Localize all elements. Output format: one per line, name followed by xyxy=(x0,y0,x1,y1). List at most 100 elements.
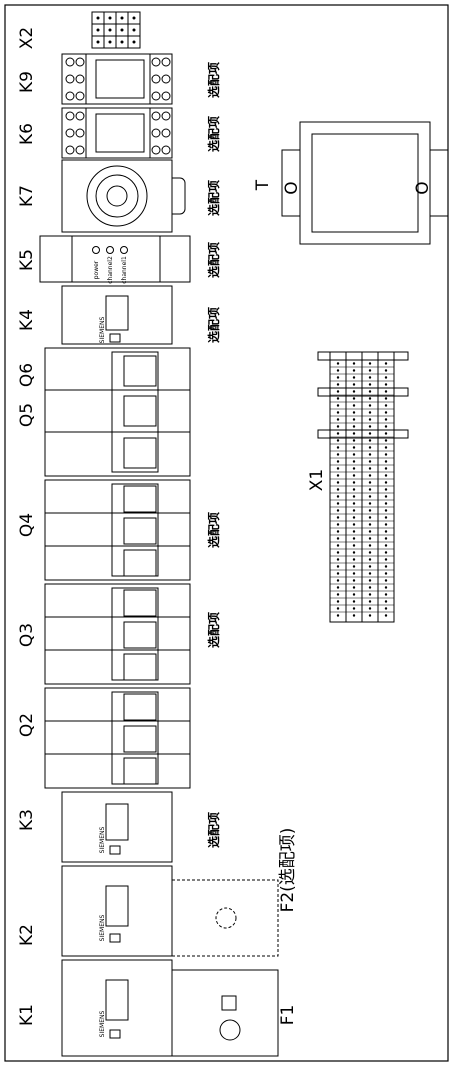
x1-dot xyxy=(336,607,340,610)
k5-module xyxy=(39,235,191,283)
x1-dot xyxy=(336,530,340,533)
label-k6: K6 xyxy=(17,123,37,145)
k1-contactor xyxy=(61,959,173,1057)
x1-dot xyxy=(336,537,340,540)
x1-dot xyxy=(352,453,356,456)
x1-dot xyxy=(368,390,372,393)
x1-dot xyxy=(368,523,372,526)
x1-dot xyxy=(336,509,340,512)
t-transformer xyxy=(281,121,449,245)
label-f1: F1 xyxy=(278,1005,298,1026)
x1-dot xyxy=(368,495,372,498)
x1-dot xyxy=(336,404,340,407)
optional-labels: 选配项 选配项 选配项 选配项 选配项 选配项 选配项 选配项 xyxy=(206,62,221,848)
x1-dot xyxy=(336,579,340,582)
x1-dot xyxy=(368,425,372,428)
x1-dot xyxy=(352,376,356,379)
x1-dot xyxy=(368,376,372,379)
x1-dot xyxy=(336,572,340,575)
x1-dot xyxy=(352,614,356,617)
x1-dot xyxy=(336,418,340,421)
x1-dot xyxy=(384,425,388,428)
x1-dot xyxy=(384,586,388,589)
x1-dot xyxy=(352,460,356,463)
label-k4: K4 xyxy=(17,309,37,331)
x1-dot xyxy=(384,593,388,596)
x1-dot xyxy=(336,460,340,463)
x1-dot xyxy=(352,418,356,421)
x1-dot xyxy=(336,544,340,547)
x1-dot xyxy=(336,488,340,491)
x1-dot xyxy=(368,544,372,547)
x1-dot xyxy=(336,516,340,519)
x1-dot xyxy=(384,509,388,512)
x1-dot xyxy=(352,481,356,484)
x1-dot xyxy=(384,369,388,372)
optional-k5: 选配项 xyxy=(206,242,221,278)
x1-dot xyxy=(368,411,372,414)
x1-dot xyxy=(384,544,388,547)
x1-dot xyxy=(352,537,356,540)
x1-dot xyxy=(384,467,388,470)
x1-dot xyxy=(384,446,388,449)
x1-dot xyxy=(368,453,372,456)
k2-brand: SIEMENS xyxy=(99,914,106,941)
x1-dot xyxy=(352,369,356,372)
label-q3: Q3 xyxy=(17,623,37,647)
x1-dot xyxy=(384,572,388,575)
x1-dot xyxy=(368,383,372,386)
x1-dot xyxy=(352,607,356,610)
optional-q4: 选配项 xyxy=(206,512,221,548)
k5-channel2-text: channel2 xyxy=(107,256,114,284)
x1-dot xyxy=(336,481,340,484)
x1-dot xyxy=(352,586,356,589)
label-k7: K7 xyxy=(17,185,37,207)
x1-dot xyxy=(352,411,356,414)
x1-dot xyxy=(352,530,356,533)
x1-dot xyxy=(336,446,340,449)
x2-dots xyxy=(96,16,136,44)
x1-dot xyxy=(336,397,340,400)
x1-dot xyxy=(352,523,356,526)
x1-dot xyxy=(352,572,356,575)
x1-dot xyxy=(336,376,340,379)
x1-dot xyxy=(384,432,388,435)
x1-dot xyxy=(336,558,340,561)
x1-dot xyxy=(336,467,340,470)
t-right-o: O xyxy=(413,181,433,194)
x1-dot xyxy=(336,551,340,554)
x1-dot xyxy=(368,418,372,421)
label-k1: K1 xyxy=(17,1004,37,1026)
x1-dot xyxy=(368,558,372,561)
k4-contactor xyxy=(61,285,173,345)
x1-dot xyxy=(384,474,388,477)
x1-dot xyxy=(368,397,372,400)
f2-overload-relay xyxy=(171,879,279,957)
label-k9: K9 xyxy=(17,71,37,93)
x1-dot xyxy=(368,404,372,407)
x1-dot xyxy=(384,439,388,442)
q2-breaker xyxy=(44,687,191,789)
x1-dot xyxy=(336,390,340,393)
k5-power-text: power xyxy=(93,260,100,279)
x1-dot xyxy=(336,565,340,568)
q4-breaker xyxy=(44,479,191,581)
x1-dot xyxy=(368,488,372,491)
k7-timer xyxy=(61,159,186,233)
x1-dot xyxy=(336,411,340,414)
label-k2: K2 xyxy=(17,924,37,946)
x1-dot xyxy=(368,551,372,554)
x1-dot xyxy=(368,600,372,603)
optional-k9: 选配项 xyxy=(206,62,221,98)
k1-brand: SIEMENS xyxy=(99,1010,106,1037)
x1-dot xyxy=(336,593,340,596)
x1-dot xyxy=(336,523,340,526)
x1-dot xyxy=(336,502,340,505)
label-q4: Q4 xyxy=(17,513,37,537)
x1-dot xyxy=(384,607,388,610)
x1-dot xyxy=(368,439,372,442)
x1-dot xyxy=(368,579,372,582)
x1-dot xyxy=(352,600,356,603)
x1-dot xyxy=(368,565,372,568)
k2-contactor xyxy=(61,865,173,957)
